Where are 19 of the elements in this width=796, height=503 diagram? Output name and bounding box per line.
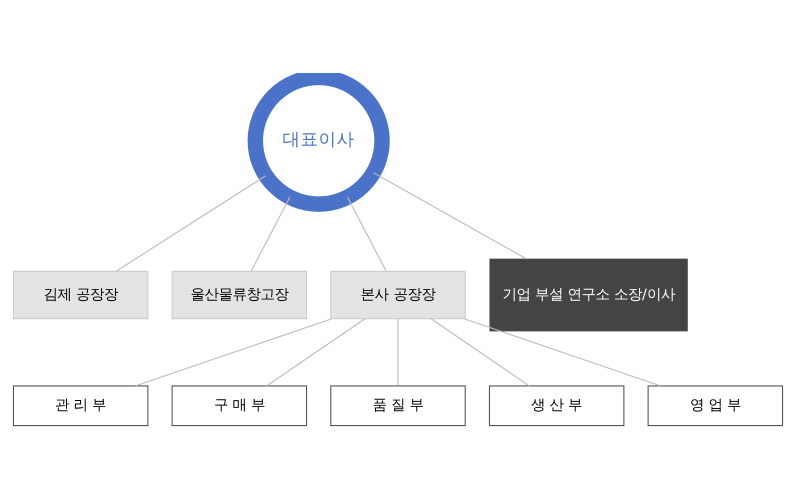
node-box: 영 업 부	[648, 385, 784, 426]
node-box: 구 매 부	[172, 385, 308, 426]
node-box: 관 리 부	[12, 385, 148, 426]
connector	[430, 318, 530, 386]
connector	[135, 318, 332, 386]
node-box: 생 산 부	[488, 385, 624, 426]
connector	[116, 175, 266, 272]
node-box: 품 질 부	[330, 385, 466, 426]
connector	[250, 196, 290, 272]
node-box: 김제 공장장	[12, 270, 148, 320]
node-circle: 대표이사	[248, 73, 390, 212]
connector	[373, 172, 527, 260]
connector	[347, 196, 387, 272]
node-box: 기업 부설 연구소 소장/이사	[489, 258, 688, 332]
connector	[464, 318, 661, 386]
connector	[266, 318, 366, 386]
node-box: 본사 공장장	[330, 270, 466, 320]
node-box: 울산물류창고장	[172, 270, 308, 320]
connector	[397, 319, 399, 386]
